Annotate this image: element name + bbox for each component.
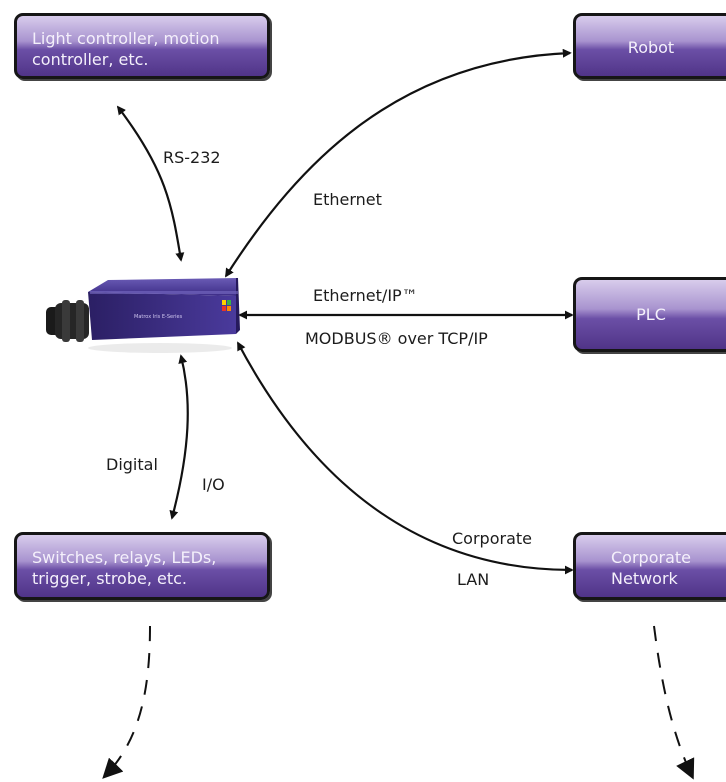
corporate-network-box: Corporate Network: [573, 532, 726, 600]
corporate-label: Corporate: [452, 529, 532, 548]
io-label: I/O: [202, 475, 225, 494]
rs232-link-arrow: [116, 105, 185, 262]
camera-brand-text: Matrox Iris E-Series: [134, 314, 183, 320]
modbus-label: MODBUS® over TCP/IP: [305, 329, 488, 348]
light-controller-line1: Light controller, motion: [32, 29, 220, 48]
light-controller-box: Light controller, motion controller, etc…: [14, 13, 270, 79]
switches-line2: trigger, strobe, etc.: [32, 569, 187, 588]
ethernet-label: Ethernet: [313, 190, 382, 209]
robot-label: Robot: [627, 38, 675, 57]
plc-box: PLC: [573, 277, 726, 352]
io-link-arrow: [169, 354, 189, 520]
digital-label: Digital: [106, 455, 158, 474]
corporate-network-line2: Network: [611, 569, 678, 588]
corporate-lan-link-arrow: [237, 341, 574, 575]
light-controller-line2: controller, etc.: [32, 50, 149, 69]
switches-line1: Switches, relays, LEDs,: [32, 548, 217, 567]
smart-camera-icon: Matrox Iris E-Series: [46, 278, 240, 353]
robot-box: Robot: [573, 13, 726, 79]
switches-box: Switches, relays, LEDs, trigger, strobe,…: [14, 532, 270, 600]
dashed-arrow-left: [102, 625, 151, 779]
plc-label: PLC: [636, 305, 666, 324]
lan-label: LAN: [457, 570, 490, 589]
rs232-label: RS-232: [163, 148, 221, 167]
ethernet-robot-link-arrow: [225, 48, 572, 278]
corporate-network-line1: Corporate: [611, 548, 691, 567]
dashed-arrow-right: [653, 625, 695, 780]
ethernet-ip-label: Ethernet/IP™: [313, 286, 418, 305]
